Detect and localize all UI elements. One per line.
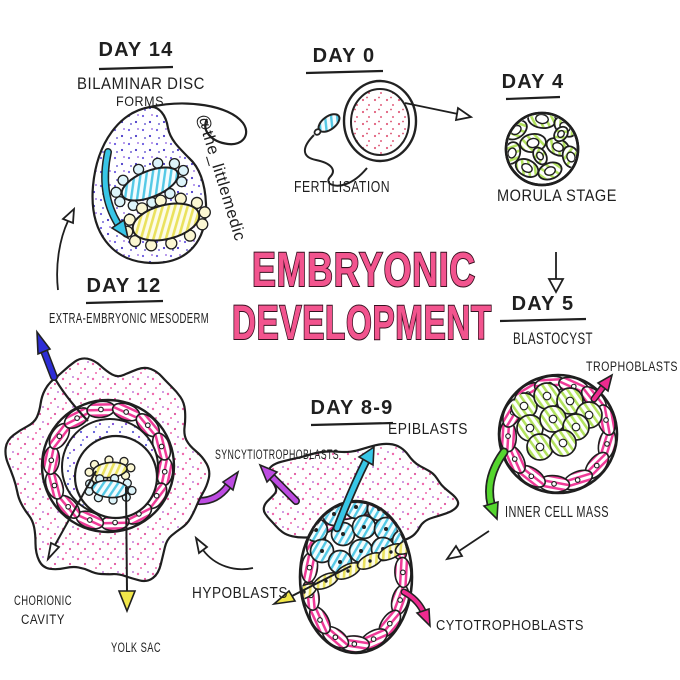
yolk-sac-label: YOLK SAC xyxy=(111,640,161,655)
bilaminar-disc-drawing xyxy=(110,157,211,252)
arrow-day0-to-day4-head xyxy=(454,106,474,122)
stage-day0: DAY 0 FERTILISATION xyxy=(294,45,474,196)
day14-arrow-head xyxy=(110,218,130,240)
cytotrophoblasts-arrow-head xyxy=(415,607,431,629)
day14-underline xyxy=(98,65,174,71)
day14-heading: DAY 14 xyxy=(98,39,173,61)
syncytio-arrow-left-head xyxy=(258,463,279,484)
arrow-day12-to-day14 xyxy=(56,220,69,291)
sperm-tail xyxy=(303,134,368,187)
day4-heading: DAY 4 xyxy=(502,71,565,93)
yolk-sac-arrow-head xyxy=(117,590,137,614)
arrow-day5-to-day89 xyxy=(458,530,490,552)
day14-caption-line2: FORMS xyxy=(116,93,164,109)
epiblasts-arrow-head xyxy=(357,445,375,467)
sperm-midpiece xyxy=(313,128,322,136)
inner-cell-mass-cells xyxy=(510,382,603,461)
day0-underline xyxy=(305,69,384,75)
arrow-day89-to-day12-head xyxy=(194,535,209,555)
chorionic-cavity-arrow-line xyxy=(54,470,97,546)
chorionic-cavity-arrow-head xyxy=(46,541,61,562)
title-line2: DEVELOPMENT xyxy=(232,297,492,350)
inner-cell-mass-arrow-fill xyxy=(486,449,507,507)
hypoblasts-arrow-line xyxy=(291,565,352,597)
mesoderm-arrow-head xyxy=(36,329,52,356)
day0-heading: DAY 0 xyxy=(313,45,376,67)
syncytio-arrow-left-fill xyxy=(269,474,299,504)
day14-blob-curl xyxy=(149,102,248,146)
day5-heading: DAY 5 xyxy=(512,293,575,315)
day8-9-underline xyxy=(310,421,394,427)
arrow-day4-to-day5-head xyxy=(547,278,565,294)
arrow-day89-to-day12 xyxy=(202,549,254,571)
chorionic-label-line1: CHORIONIC xyxy=(14,593,72,608)
day8-9-heading: DAY 8-9 xyxy=(311,397,394,419)
arrow-day12-to-day14-head xyxy=(61,206,76,225)
yolk-sac-arrow-line xyxy=(125,486,128,592)
inner-cell-mass-label: INNER CELL MASS xyxy=(505,504,609,521)
day12-heading: DAY 12 xyxy=(86,275,161,297)
day14-caption-line1: BILAMINAR DISC xyxy=(77,75,205,93)
day5-underline xyxy=(499,317,587,323)
mesoderm-arrow-tail xyxy=(53,376,89,422)
syncytio-arrow-from-day12-head xyxy=(221,470,240,492)
inner-cell-mass-arrow-head xyxy=(482,500,499,521)
morula-outline xyxy=(504,111,580,187)
trophoblasts-arrow-head xyxy=(596,373,614,393)
stage-day5: DAY 5 BLASTOCYST TROPHOBLASTS INNER CELL… xyxy=(444,293,678,561)
day12-trophoblast-ring xyxy=(42,400,174,532)
trophoblast-ring xyxy=(499,375,617,493)
day12-underline xyxy=(85,299,164,305)
stage-day14: DAY 14 BILAMINAR DISC FORMS @the_littlem… xyxy=(77,39,249,265)
arrow-day0-to-day4 xyxy=(404,102,459,115)
cytotrophoblasts-label: CYTOTROPHOBLASTS xyxy=(436,618,584,634)
chorionic-label-line2: CAVITY xyxy=(21,612,65,627)
day14-arrow-fill xyxy=(102,149,121,227)
egg-cell-inner xyxy=(350,88,410,156)
arrow-day5-to-day89-head xyxy=(444,544,464,561)
day0-caption: FERTILISATION xyxy=(294,179,390,196)
cytotrophoblasts-arrow-fill xyxy=(402,590,425,613)
trophoblasts-arrow-fill xyxy=(592,385,605,401)
day5-caption: BLASTOCYST xyxy=(513,329,593,348)
day4-caption: MORULA STAGE xyxy=(497,187,617,205)
mesoderm-arrow-fill xyxy=(41,348,57,380)
title-line1: EMBRYONIC xyxy=(252,244,476,297)
stage-day4: DAY 4 MORULA STAGE xyxy=(497,71,617,294)
stage-day8-9: DAY 8-9 EPIBLASTS SYNCYTIOTROPHOBLASTS H… xyxy=(186,397,584,655)
epiblasts-arrow-fill xyxy=(334,458,369,531)
trophoblasts-label: TROPHOBLASTS xyxy=(586,359,678,374)
syncytiotrophoblasts-label: SYNCYTIOTROPHOBLASTS xyxy=(215,447,339,462)
hypoblasts-arrow-head xyxy=(271,589,297,606)
epiblasts-label: EPIBLASTS xyxy=(388,421,468,438)
poster-title: EMBRYONIC DEVELOPMENT xyxy=(231,243,492,351)
day4-underline xyxy=(505,95,561,101)
day12-caption: EXTRA-EMBRYONIC MESODERM xyxy=(49,311,209,327)
stage-day12: DAY 12 EXTRA-EMBRYONIC MESODERM CHORIONI… xyxy=(4,206,211,655)
hypoblasts-label: HYPOBLASTS xyxy=(192,585,288,602)
